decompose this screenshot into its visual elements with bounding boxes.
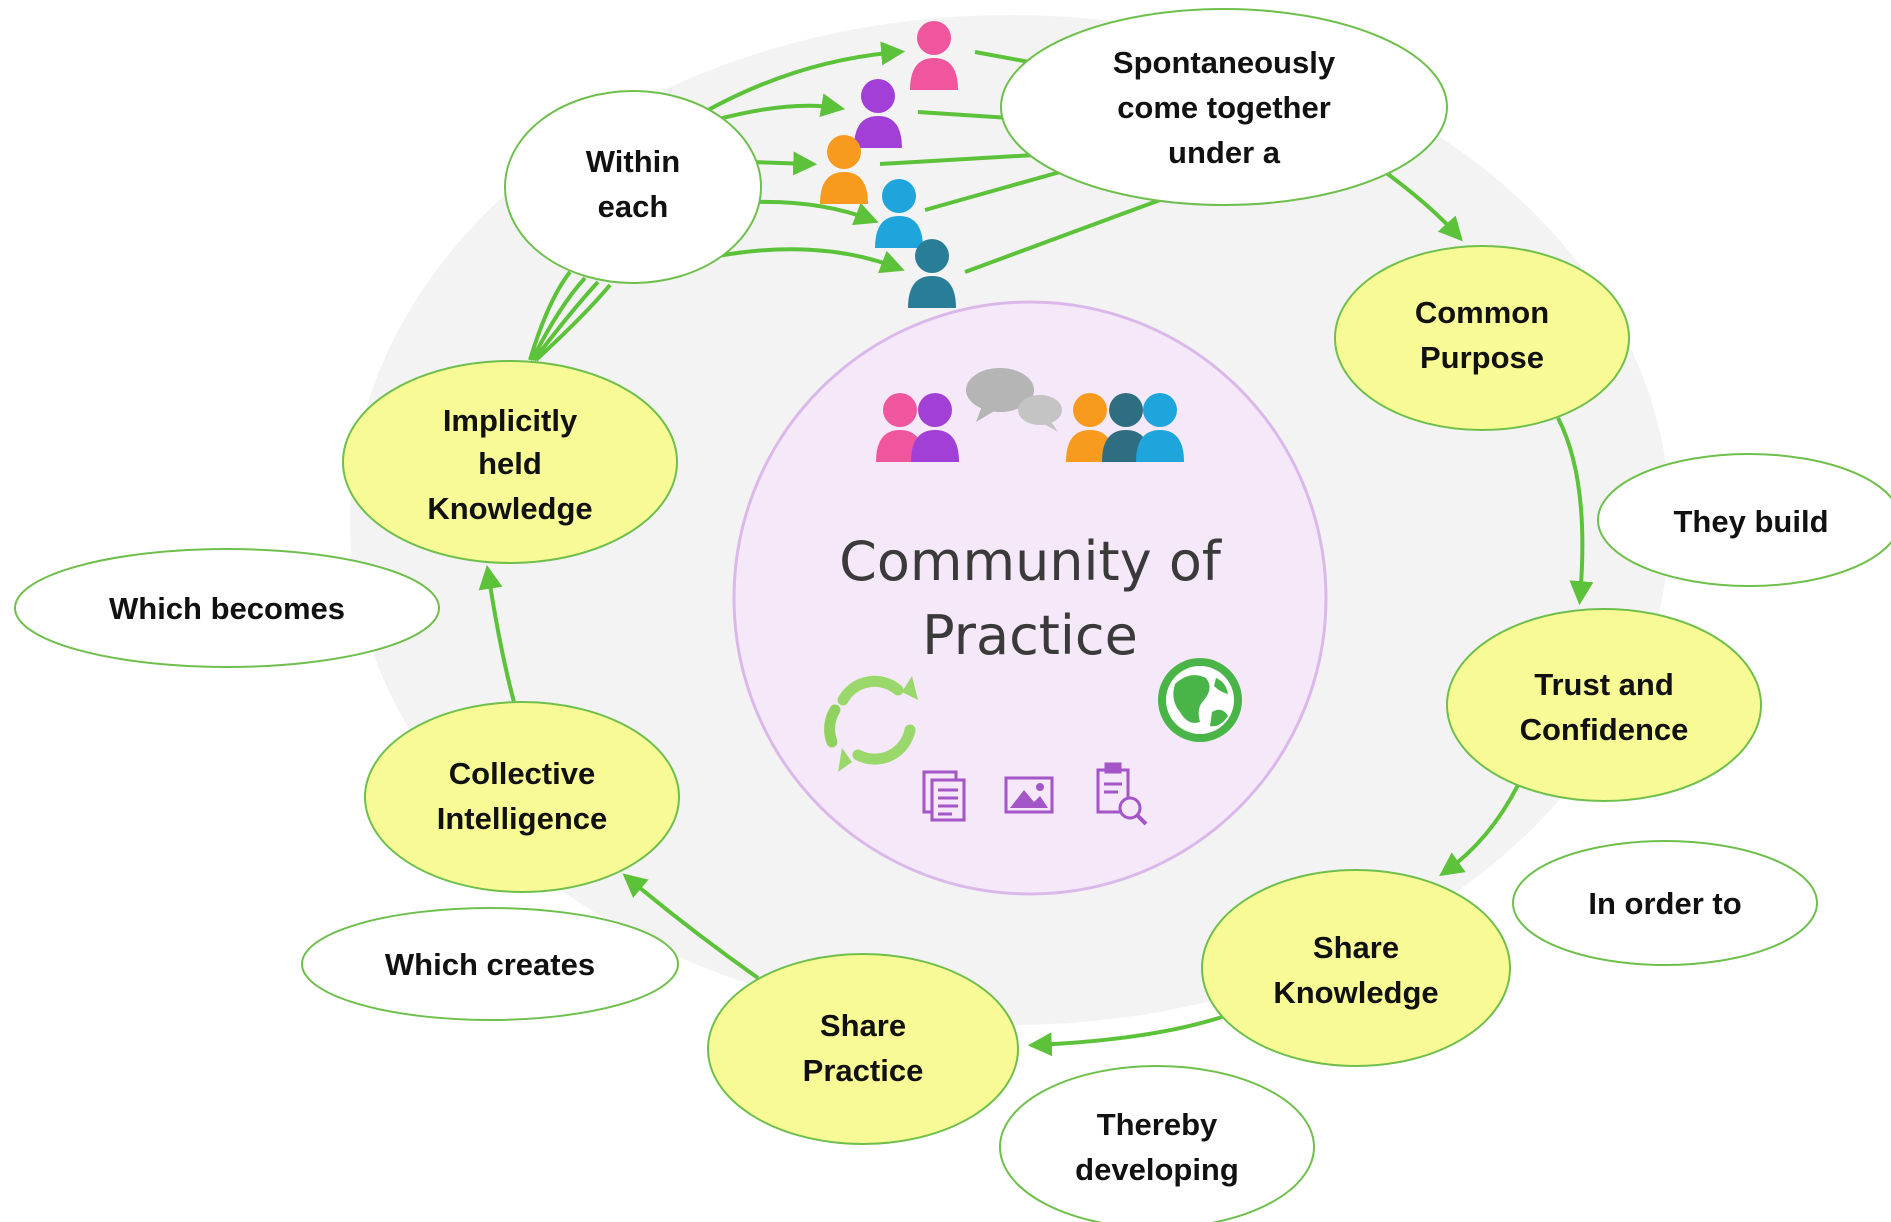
line-implicit-to-within-1: [528, 270, 572, 361]
node-they-build-line-1: They build: [1674, 504, 1829, 539]
document-icon: [922, 770, 966, 822]
line-person-teal-to-spontaneously: [964, 198, 1161, 274]
svg-text:Which creates: Which creates: [385, 947, 595, 982]
svg-text:In order to: In order to: [1588, 886, 1741, 921]
recycle-arrows-icon: [824, 675, 918, 772]
people-group-icon: [1066, 393, 1184, 462]
arrow-within-to-person-teal: [717, 247, 905, 274]
center-title-line-2: Practice: [922, 604, 1138, 667]
node-within-line-2: each: [598, 189, 669, 224]
line-implicit-to-within-3: [532, 280, 600, 362]
node-spontaneously-line-1: Spontaneously: [1113, 45, 1336, 80]
person-purple-icon: [854, 79, 902, 148]
svg-text:Which becomes: Which becomes: [109, 591, 345, 626]
arrow-within-to-person-purple: [714, 93, 846, 122]
node-within-line-1: Within: [586, 144, 680, 179]
center-title-line-1: Community of: [839, 530, 1223, 593]
node-in-order-to: In order to: [1512, 840, 1818, 966]
node-thereby-line-1: Thereby: [1097, 1107, 1218, 1142]
node-spontaneously-line-3: under a: [1168, 135, 1281, 170]
line-person-orange-to-spontaneously: [879, 153, 1036, 166]
connectors: [478, 41, 1594, 1057]
arrow-within-to-person-pink: [707, 41, 906, 112]
people-pair-icon: [876, 393, 959, 462]
people-column: [820, 21, 958, 308]
node-which-becomes-line-1: Which becomes: [109, 591, 345, 626]
node-collective-line-1: Collective: [449, 756, 595, 791]
node-share-knowledge-line-2: Knowledge: [1273, 975, 1438, 1010]
node-which-creates-line-1: Which creates: [385, 947, 595, 982]
node-share-practice-line-2: Practice: [803, 1053, 924, 1088]
node-which-becomes: Which becomes: [14, 548, 440, 668]
node-trust-line-1: Trust and: [1534, 667, 1674, 702]
chat-bubbles-icon: [966, 368, 1062, 432]
node-share-practice-line-1: Share: [820, 1008, 906, 1043]
node-share-knowledge-line-1: Share: [1313, 930, 1399, 965]
arrow-share-practice-to-collective: [622, 873, 760, 980]
person-teal-icon: [908, 239, 956, 308]
node-within-each: Within each: [504, 90, 762, 284]
line-implicit-to-within-4: [534, 283, 612, 362]
node-implicit-line-2: held: [478, 446, 542, 481]
line-implicit-to-within-2: [530, 276, 587, 361]
arrow-within-to-person-orange: [751, 151, 818, 176]
node-collective-line-2: Intelligence: [437, 801, 608, 836]
node-common-purpose-line-2: Purpose: [1420, 340, 1544, 375]
person-pink-icon: [910, 21, 958, 90]
node-which-creates: Which creates: [301, 907, 679, 1021]
arrow-collective-to-implicit: [478, 564, 516, 703]
arrow-within-to-person-cyan: [751, 199, 879, 226]
person-orange-icon: [820, 135, 868, 204]
image-icon: [1004, 776, 1054, 814]
globe-icon: [1158, 658, 1242, 742]
node-implicit-line-1: Implicitly: [443, 403, 578, 438]
node-thereby-developing: Thereby developing: [999, 1065, 1315, 1222]
line-person-purple-to-spontaneously: [917, 110, 1011, 120]
node-trust-line-2: Confidence: [1520, 712, 1689, 747]
node-in-order-to-line-1: In order to: [1588, 886, 1741, 921]
node-thereby-line-2: developing: [1075, 1152, 1239, 1187]
arrow-spontaneously-to-common-purpose: [1383, 170, 1463, 242]
node-they-build: They build: [1597, 453, 1891, 587]
person-cyan-icon: [875, 179, 923, 248]
center-panel: Community of Practice: [732, 300, 1328, 896]
node-spontaneously-line-2: come together: [1117, 90, 1331, 125]
node-common-purpose-line-1: Common: [1415, 295, 1549, 330]
svg-text:They build: They build: [1674, 504, 1829, 539]
line-person-cyan-to-spontaneously: [924, 170, 1061, 212]
arrow-trust-to-share-knowledge: [1439, 784, 1520, 877]
clipboard-search-icon: [1096, 762, 1148, 826]
arrow-common-purpose-to-trust: [1556, 417, 1594, 606]
node-spontaneously: Spontaneously come together under a: [1000, 8, 1448, 206]
arrow-share-knowledge-to-share-practice: [1027, 1015, 1223, 1057]
node-implicit-line-3: Knowledge: [427, 491, 592, 526]
